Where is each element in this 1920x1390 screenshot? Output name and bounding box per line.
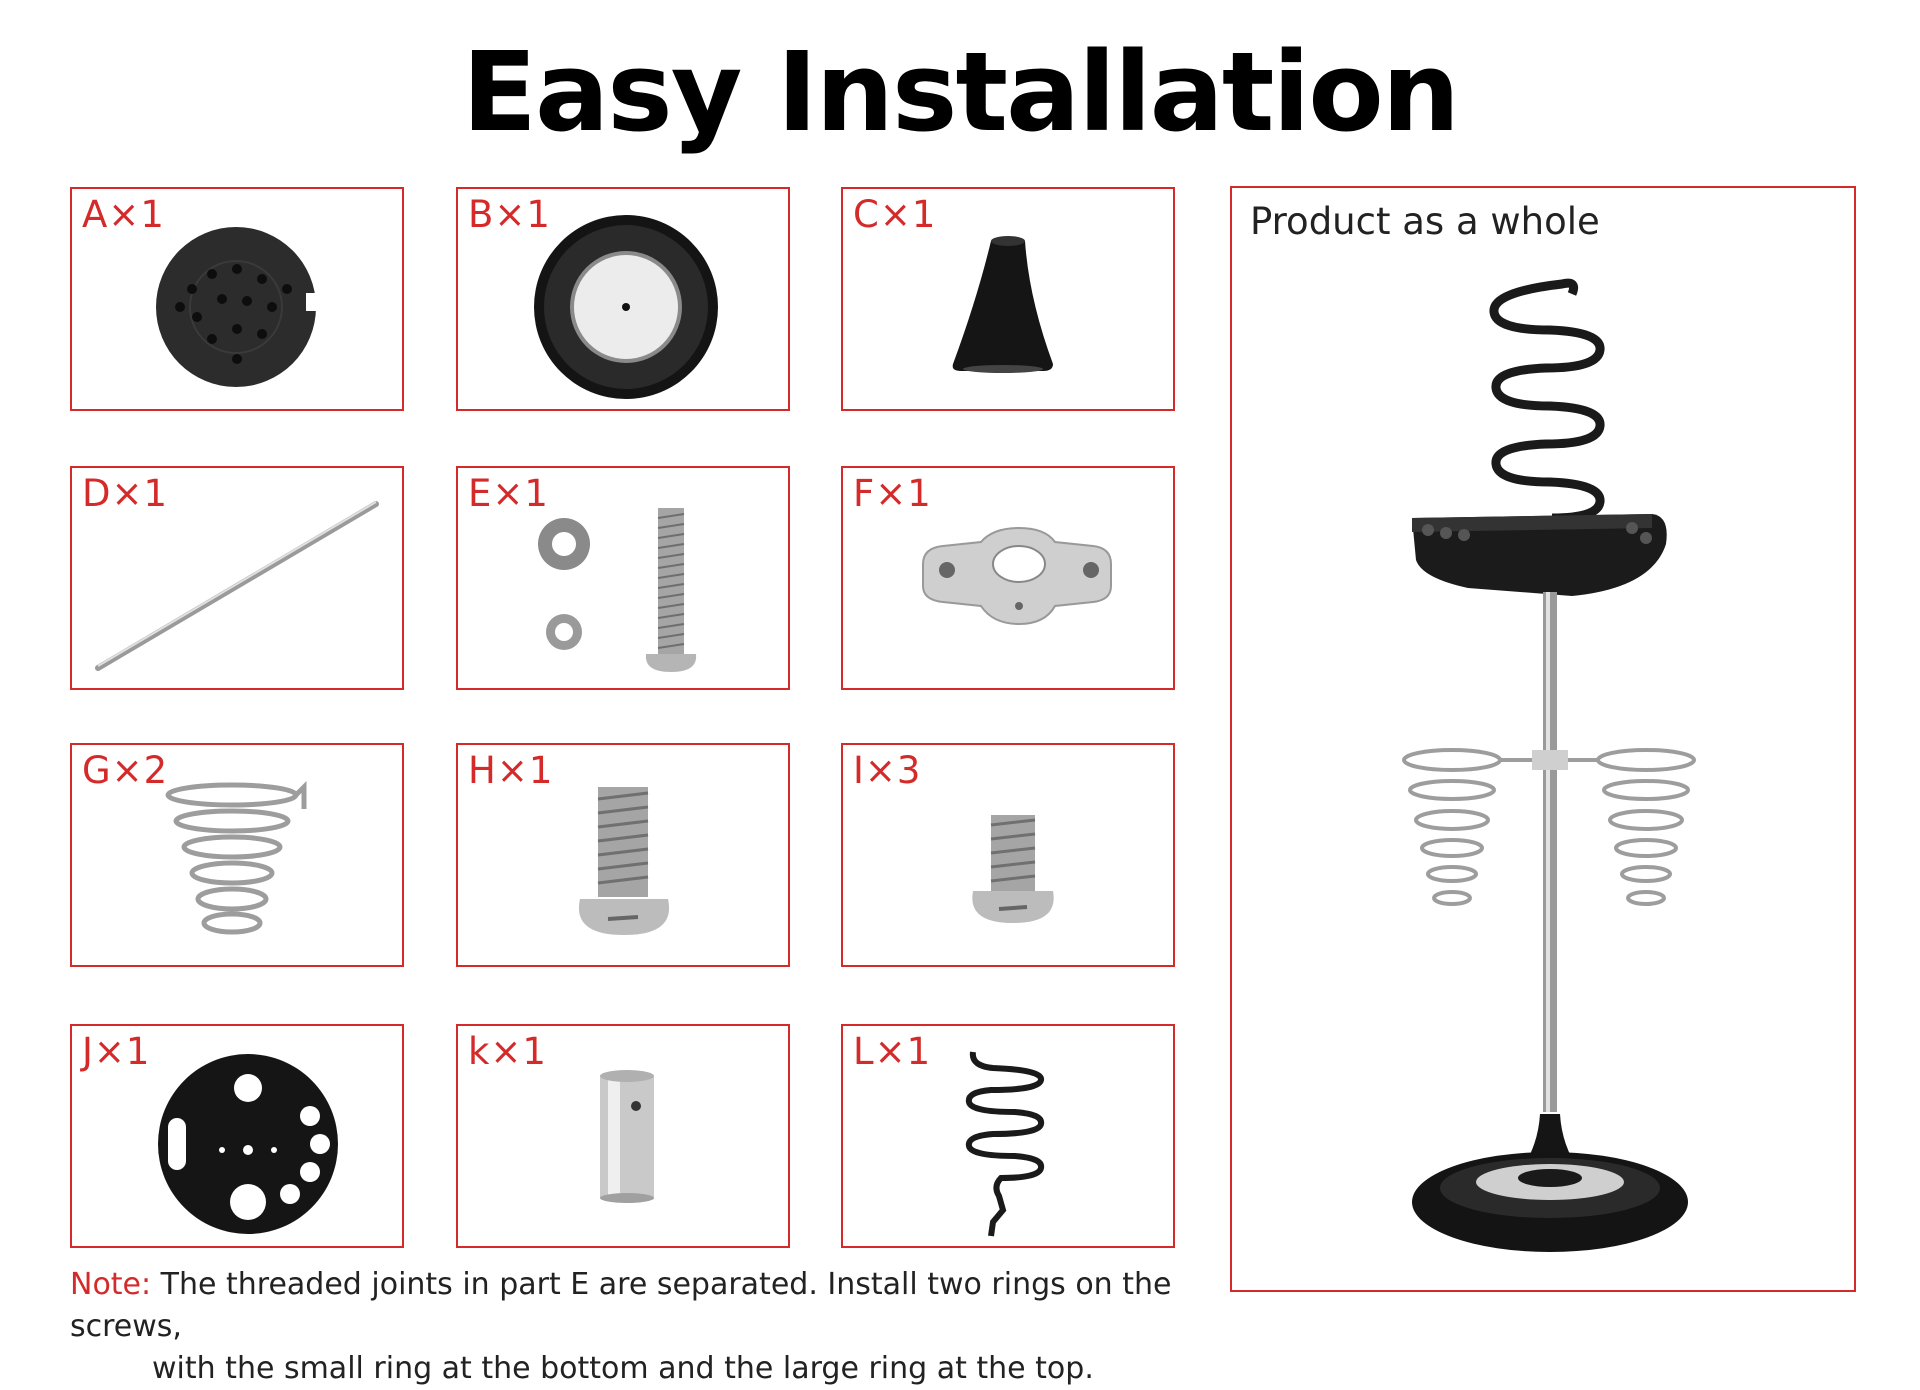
installation-note: Note: The threaded joints in part E are … xyxy=(70,1264,1190,1390)
part-label: k×1 xyxy=(468,1030,547,1073)
part-label: L×1 xyxy=(853,1030,932,1073)
page-title: Easy Installation xyxy=(461,28,1460,156)
small-screw-icon xyxy=(972,815,1054,923)
part-card-c: C×1 xyxy=(841,187,1175,411)
part-card-h: H×1 xyxy=(456,743,790,967)
metal-rod-icon xyxy=(95,501,379,671)
product-whole-panel: Product as a whole xyxy=(1230,186,1856,1292)
part-label: J×1 xyxy=(82,1030,151,1073)
large-screw-icon xyxy=(578,787,670,935)
part-label: G×2 xyxy=(82,749,169,792)
part-card-g: G×2 xyxy=(70,743,404,967)
assembled-stand-icon xyxy=(1402,278,1696,1252)
part-label: D×1 xyxy=(82,472,169,515)
rubber-base-pad-icon xyxy=(156,227,320,387)
part-card-j: J×1 xyxy=(70,1024,404,1248)
tray-plate-icon xyxy=(158,1054,338,1234)
part-card-f: F×1 xyxy=(841,466,1175,690)
spiral-holder-icon xyxy=(165,780,307,935)
cone-connector-icon xyxy=(952,236,1053,373)
note-line-1: The threaded joints in part E are separa… xyxy=(70,1267,1172,1344)
part-card-e: E×1 xyxy=(456,466,790,690)
part-label: F×1 xyxy=(853,472,932,515)
part-card-b: B×1 xyxy=(456,187,790,411)
note-prefix: Note: xyxy=(70,1267,152,1302)
part-card-a: A×1 xyxy=(70,187,404,411)
product-whole-label: Product as a whole xyxy=(1250,200,1600,243)
part-label: B×1 xyxy=(468,193,551,236)
screw-and-washers-icon xyxy=(538,508,697,672)
part-label: A×1 xyxy=(82,193,165,236)
part-card-d: D×1 xyxy=(70,466,404,690)
note-line-2: with the small ring at the bottom and th… xyxy=(152,1351,1094,1386)
part-card-i: I×3 xyxy=(841,743,1175,967)
part-label: H×1 xyxy=(468,749,554,792)
part-label: C×1 xyxy=(853,193,937,236)
black-spiral-holder-icon xyxy=(965,1051,1045,1237)
sleeve-connector-icon xyxy=(600,1070,654,1203)
part-label: E×1 xyxy=(468,472,549,515)
part-label: I×3 xyxy=(853,749,922,792)
clamp-bracket-icon xyxy=(922,526,1112,626)
round-base-icon xyxy=(534,215,718,399)
part-card-k: k×1 xyxy=(456,1024,790,1248)
part-card-l: L×1 xyxy=(841,1024,1175,1248)
